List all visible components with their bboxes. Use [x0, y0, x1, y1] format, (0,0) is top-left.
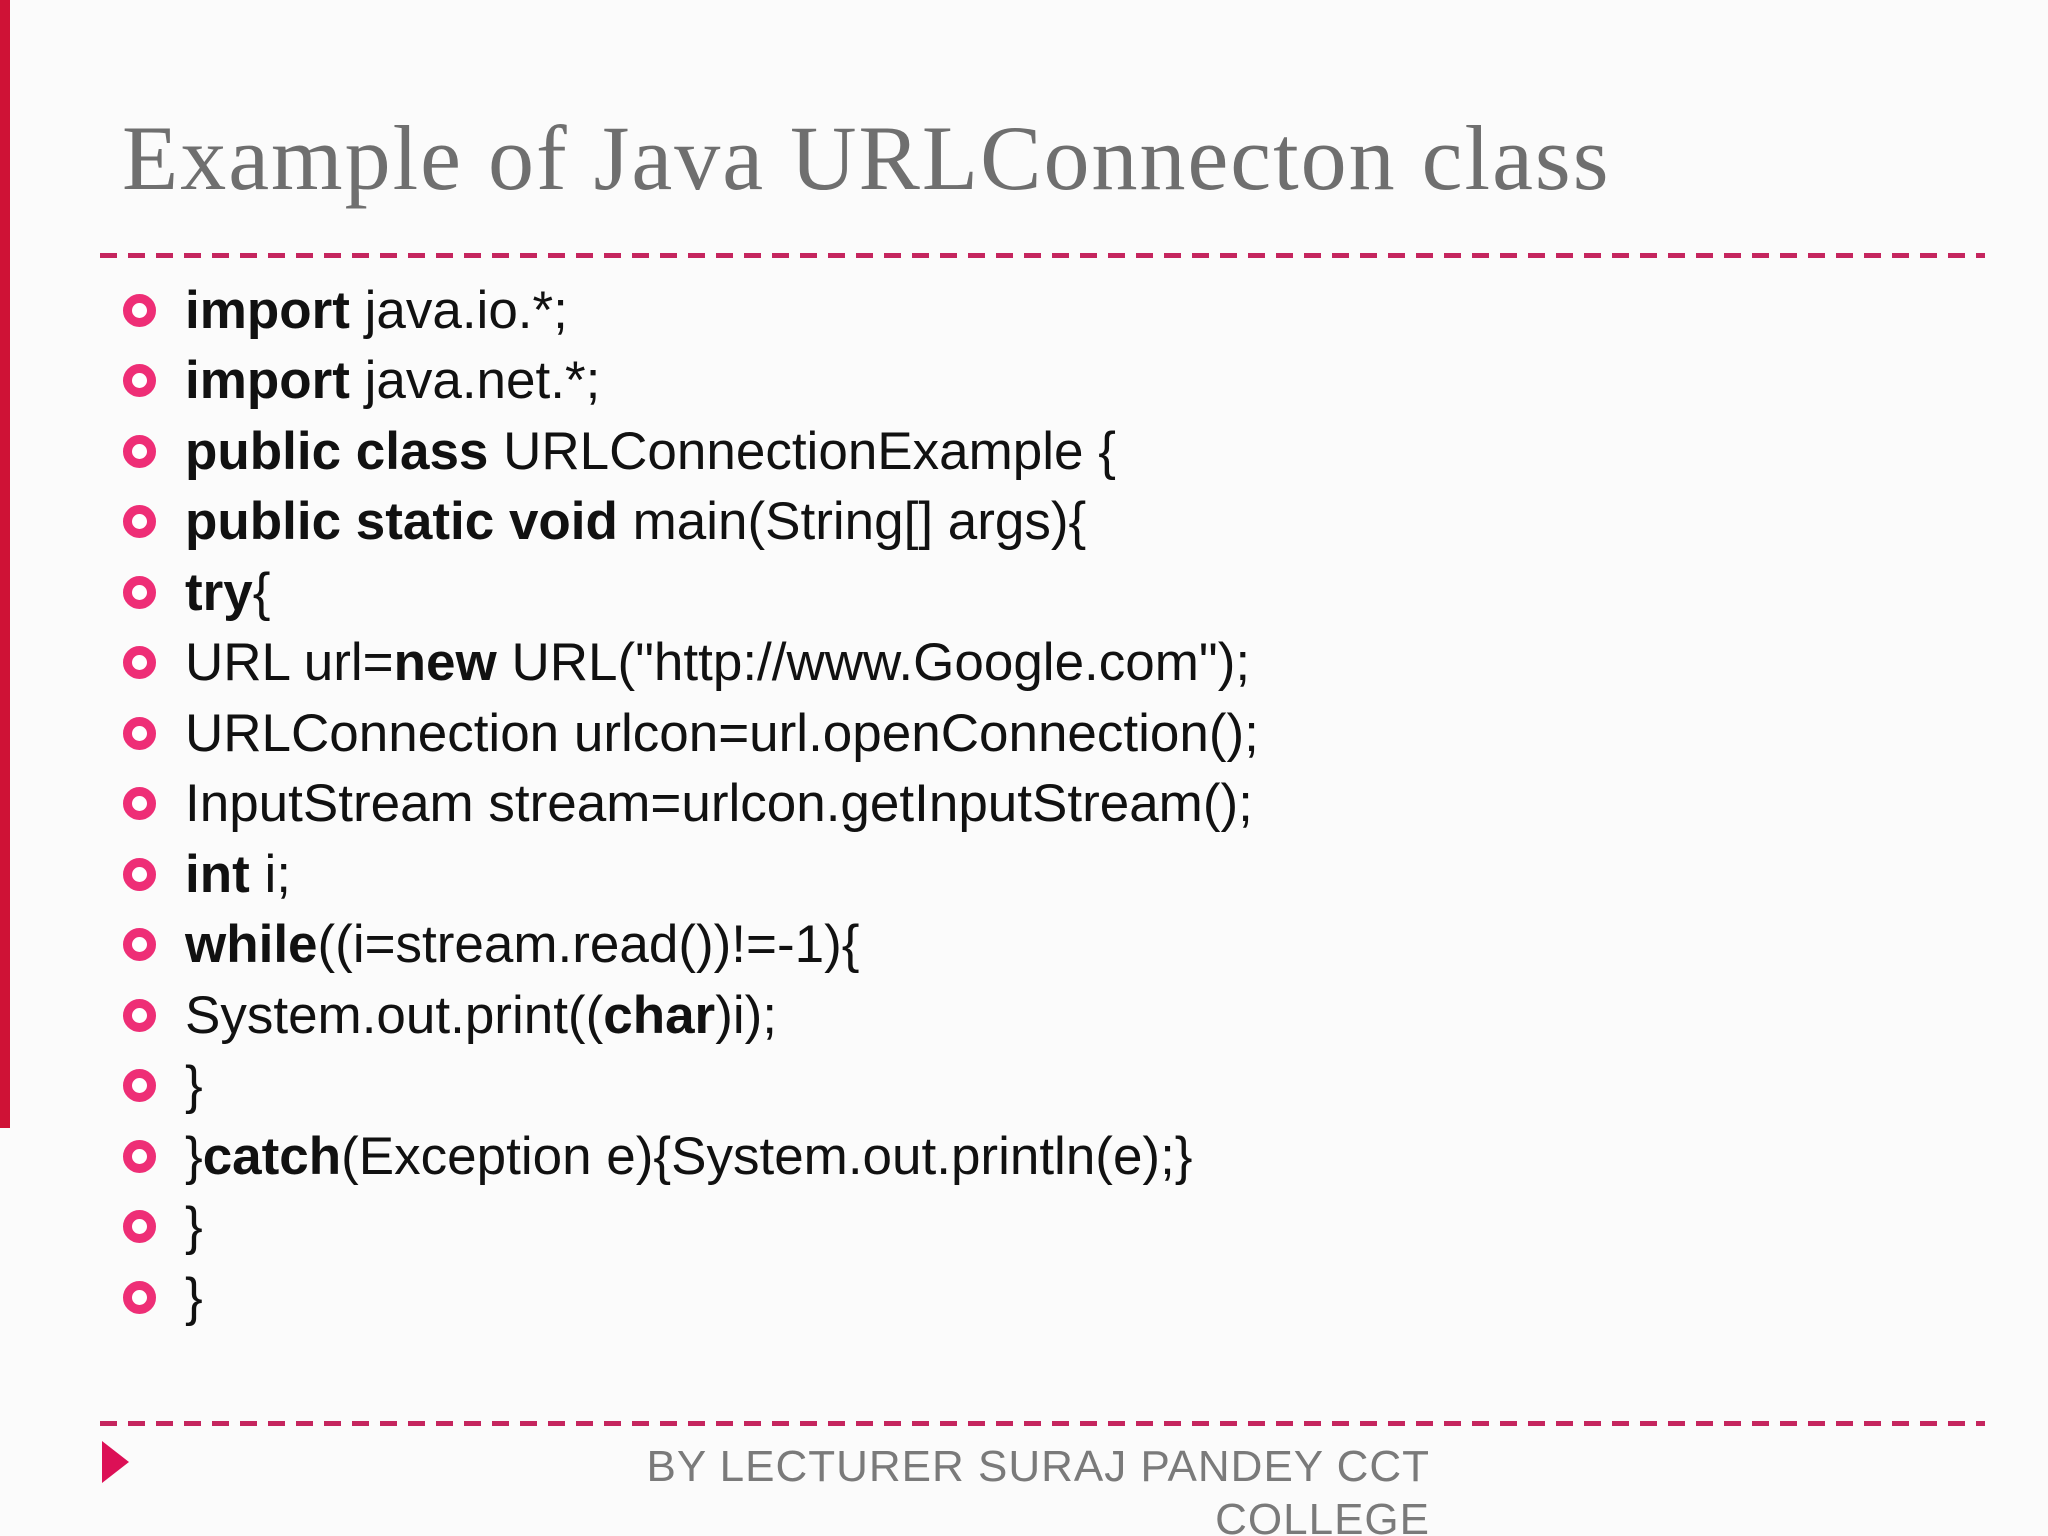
code-line-text: } — [185, 1056, 203, 1116]
code-line: } — [123, 1262, 1973, 1333]
slide-title: Example of Java URLConnecton class — [122, 106, 1611, 209]
footer-credit: BY LECTURER SURAJ PANDEY CCT COLLEGE — [430, 1440, 1430, 1536]
code-line-text: }catch(Exception e){System.out.println(e… — [185, 1126, 1193, 1186]
left-accent-bar — [0, 0, 10, 1128]
circle-ring-bullet-icon — [123, 364, 156, 398]
code-line: while((i=stream.read())!=-1){ — [123, 910, 1973, 981]
circle-ring-bullet-icon — [123, 857, 156, 891]
code-line-text: URL url=new URL("http://www.Google.com")… — [185, 633, 1251, 693]
code-line: try{ — [123, 557, 1973, 628]
bottom-dashed-divider — [100, 1421, 1985, 1426]
code-line: URLConnection urlcon=url.openConnection(… — [123, 698, 1973, 769]
circle-ring-bullet-icon — [123, 293, 156, 327]
footer-credit-line1: BY LECTURER SURAJ PANDEY CCT — [646, 1442, 1430, 1491]
code-line: URL url=new URL("http://www.Google.com")… — [123, 628, 1973, 699]
code-line-text: import java.net.*; — [185, 351, 601, 411]
code-line: import java.io.*; — [123, 275, 1973, 346]
circle-ring-bullet-icon — [123, 1280, 156, 1314]
code-line-text: import java.io.*; — [185, 280, 568, 340]
circle-ring-bullet-icon — [123, 998, 156, 1032]
code-line-text: URLConnection urlcon=url.openConnection(… — [185, 703, 1259, 763]
circle-ring-bullet-icon — [123, 787, 156, 821]
code-line: int i; — [123, 839, 1973, 910]
circle-ring-bullet-icon — [123, 646, 156, 680]
code-line-text: public static void main(String[] args){ — [185, 492, 1087, 552]
code-line: }catch(Exception e){System.out.println(e… — [123, 1121, 1973, 1192]
circle-ring-bullet-icon — [123, 505, 156, 539]
circle-ring-bullet-icon — [123, 1069, 156, 1103]
code-line-text: public class URLConnectionExample { — [185, 421, 1116, 481]
code-line: public class URLConnectionExample { — [123, 416, 1973, 487]
circle-ring-bullet-icon — [123, 434, 156, 468]
circle-ring-bullet-icon — [123, 716, 156, 750]
code-line-text: InputStream stream=urlcon.getInputStream… — [185, 774, 1253, 834]
code-line-text: System.out.print((char)i); — [185, 985, 777, 1045]
code-line-text: } — [185, 1267, 203, 1327]
code-line: System.out.print((char)i); — [123, 980, 1973, 1051]
top-dashed-divider — [100, 253, 1985, 258]
code-line-text: try{ — [185, 562, 271, 622]
code-line-text: while((i=stream.read())!=-1){ — [185, 915, 860, 975]
code-line: InputStream stream=urlcon.getInputStream… — [123, 769, 1973, 840]
footer-credit-line2: COLLEGE — [1215, 1495, 1430, 1536]
circle-ring-bullet-icon — [123, 575, 156, 609]
circle-ring-bullet-icon — [123, 1139, 156, 1173]
code-line: } — [123, 1051, 1973, 1122]
code-line: public static void main(String[] args){ — [123, 487, 1973, 558]
code-line: import java.net.*; — [123, 346, 1973, 417]
triangle-right-icon — [102, 1441, 129, 1483]
code-line: } — [123, 1192, 1973, 1263]
circle-ring-bullet-icon — [123, 1210, 156, 1244]
code-line-text: int i; — [185, 844, 291, 904]
circle-ring-bullet-icon — [123, 928, 156, 962]
code-line-text: } — [185, 1197, 203, 1257]
code-bullet-list: import java.io.*; import java.net.*; publi… — [123, 275, 1973, 1333]
